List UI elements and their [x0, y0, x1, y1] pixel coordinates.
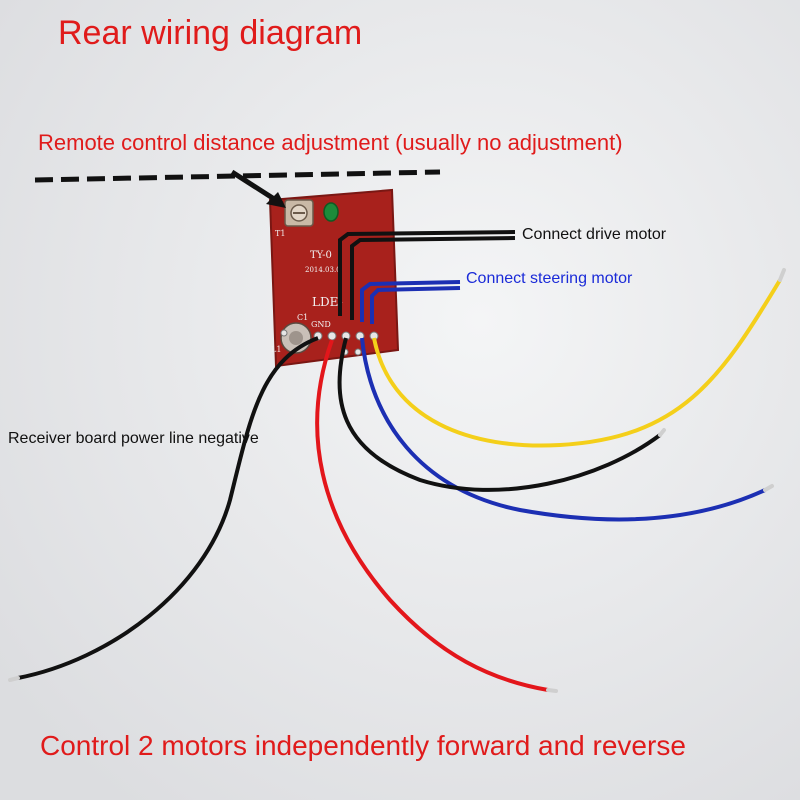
- board-part: LDE-: [312, 295, 343, 309]
- control-note-label: Control 2 motors independently forward a…: [40, 730, 686, 761]
- power-negative-label: Receiver board power line negative: [8, 430, 259, 447]
- wire-yellow: [372, 278, 782, 448]
- distance-adjustment-label: Remote control distance adjustment (usua…: [38, 130, 623, 155]
- arrow-icon: [230, 169, 286, 208]
- receiver-board: T1 TY-0 2014.03.0 LDE- C1 GND L1: [268, 188, 400, 368]
- drive-motor-leader-line: [338, 230, 516, 316]
- antenna-dashed-line: [34, 169, 441, 183]
- board-label-c1: C1: [297, 313, 308, 322]
- board-model: TY-0: [310, 250, 332, 261]
- drive-motor-leader-line-2: [350, 236, 516, 320]
- board-date: 2014.03.0: [305, 266, 341, 274]
- steering-motor-leader-line: [360, 280, 461, 322]
- capacitor-icon: [323, 202, 339, 222]
- drive-motor-label: Connect drive motor: [522, 226, 667, 243]
- wire-tips: [8, 268, 786, 693]
- wire-black-drive: [337, 337, 662, 492]
- board-label-t1: T1: [275, 229, 285, 238]
- wire-black-power: [17, 336, 319, 680]
- steering-motor-label: Connect steering motor: [466, 270, 633, 287]
- steering-motor-leader-line-2: [370, 286, 461, 324]
- wire-blue: [360, 337, 766, 522]
- wire-red: [315, 339, 549, 692]
- board-label-gnd: GND: [311, 320, 331, 329]
- board-label-l1: L1: [271, 345, 281, 354]
- potentiometer-icon: [284, 199, 314, 227]
- diagram-title: Rear wiring diagram: [58, 14, 363, 52]
